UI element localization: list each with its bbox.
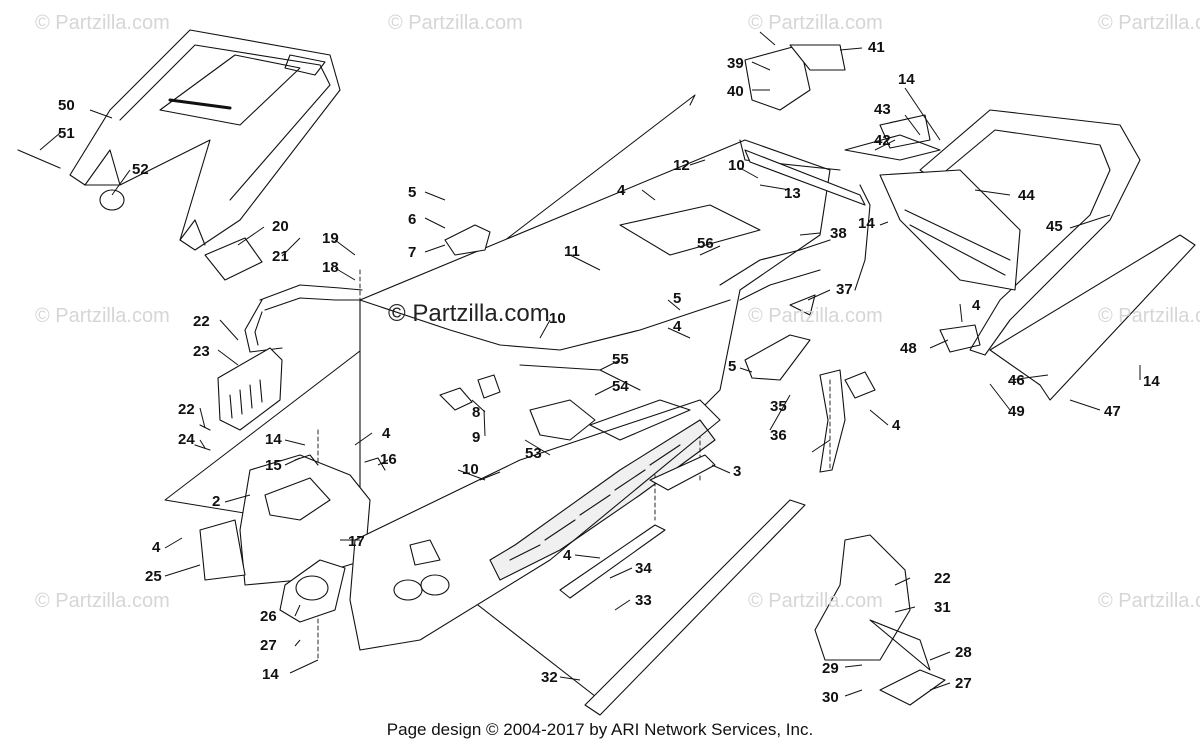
- watermark: © Partzilla.com: [748, 590, 883, 612]
- watermark: © Partzilla.com: [748, 305, 883, 327]
- callout-label: 34: [635, 560, 652, 577]
- callout-label: 21: [272, 248, 289, 265]
- watermark: © Partzilla.com: [748, 12, 883, 34]
- watermark: © Partzilla.com: [35, 12, 170, 34]
- rear-bumper-drawing: [854, 109, 1141, 356]
- callout-label: 14: [265, 431, 282, 448]
- callout-label: 18: [322, 259, 339, 276]
- callout-label: 40: [727, 83, 744, 100]
- callout-label: 3: [733, 463, 742, 480]
- callout-label: 5: [673, 290, 682, 307]
- callout-label: 55: [612, 351, 629, 368]
- callout-label: 14: [1143, 373, 1160, 390]
- callout-label: 42: [874, 132, 891, 149]
- watermark: © Partzilla.com: [388, 12, 523, 34]
- callout-label: 22: [193, 313, 210, 330]
- callout-label: 4: [152, 539, 161, 556]
- callout-label: 10: [728, 157, 745, 174]
- callout-label: 9: [472, 429, 481, 446]
- callout-label: 24: [178, 431, 195, 448]
- callout-label: 11: [564, 243, 580, 260]
- callout-label: 33: [635, 592, 652, 609]
- callout-label: 37: [836, 281, 853, 298]
- callout-label: 54: [612, 378, 629, 395]
- callout-label: 4: [563, 547, 572, 564]
- callout-label: 39: [727, 55, 744, 72]
- callout-label: 27: [260, 637, 277, 654]
- page-footer: Page design © 2004-2017 by ARI Network S…: [386, 720, 814, 739]
- callout-label: 14: [898, 71, 915, 88]
- callout-label: 12: [673, 157, 690, 174]
- callout-label: 22: [934, 570, 951, 587]
- callout-label: 20: [272, 218, 289, 235]
- watermark: © Partzilla.com: [35, 305, 170, 327]
- callout-label: 50: [58, 97, 75, 114]
- callout-label: 43: [874, 101, 891, 118]
- callout-label: 10: [462, 461, 479, 478]
- seat-drawing: [69, 29, 341, 251]
- callout-label: 23: [193, 343, 210, 360]
- watermark: © Partzilla.com: [35, 590, 170, 612]
- callout-label: 44: [1018, 187, 1035, 204]
- callout-label: 49: [1008, 403, 1025, 420]
- callout-label: 2: [212, 493, 221, 510]
- callout-label: 53: [525, 445, 542, 462]
- callout-label: 15: [265, 457, 282, 474]
- callout-label: 35: [770, 398, 787, 415]
- callout-label: 7: [408, 244, 417, 261]
- callout-label: 47: [1104, 403, 1121, 420]
- callout-label: 4: [617, 182, 626, 199]
- callout-label: 19: [322, 230, 339, 247]
- callout-label: 46: [1008, 372, 1025, 389]
- callout-label: 52: [132, 161, 149, 178]
- callout-label: 17: [348, 533, 365, 550]
- watermark: © Partzilla.com: [1098, 12, 1200, 34]
- callout-label: 16: [380, 451, 397, 468]
- callout-label: 29: [822, 660, 839, 677]
- callout-label: 14: [262, 666, 279, 683]
- callout-label: 45: [1046, 218, 1063, 235]
- callout-label: 48: [900, 340, 917, 357]
- callout-label: 22: [178, 401, 195, 418]
- center-watermark: © Partzilla.com: [388, 300, 550, 327]
- callout-label: 4: [972, 297, 981, 314]
- callout-label: 26: [260, 608, 277, 625]
- callout-label: 25: [145, 568, 162, 585]
- callout-label: 56: [697, 235, 714, 252]
- callout-label: 4: [382, 425, 391, 442]
- callout-label: 13: [784, 185, 801, 202]
- callout-label: 5: [728, 358, 737, 375]
- callout-label: 30: [822, 689, 839, 706]
- callout-label: 38: [830, 225, 847, 242]
- watermark: © Partzilla.com: [1098, 305, 1200, 327]
- callout-label: 4: [673, 318, 682, 335]
- callout-label: 14: [858, 215, 875, 232]
- callout-label: 27: [955, 675, 972, 692]
- callout-label: 10: [549, 310, 566, 327]
- watermark: © Partzilla.com: [1098, 590, 1200, 612]
- callout-label: 32: [541, 669, 558, 686]
- callout-label: 5: [408, 184, 417, 201]
- callout-label: 41: [868, 39, 885, 56]
- callout-label: 6: [408, 211, 417, 228]
- callout-label: 28: [955, 644, 972, 661]
- callout-label: 31: [934, 599, 951, 616]
- callout-label: 8: [472, 404, 481, 421]
- callout-label: 36: [770, 427, 787, 444]
- callout-label: 4: [892, 417, 901, 434]
- chassis-drawing: [199, 139, 841, 651]
- callout-label: 51: [58, 125, 75, 142]
